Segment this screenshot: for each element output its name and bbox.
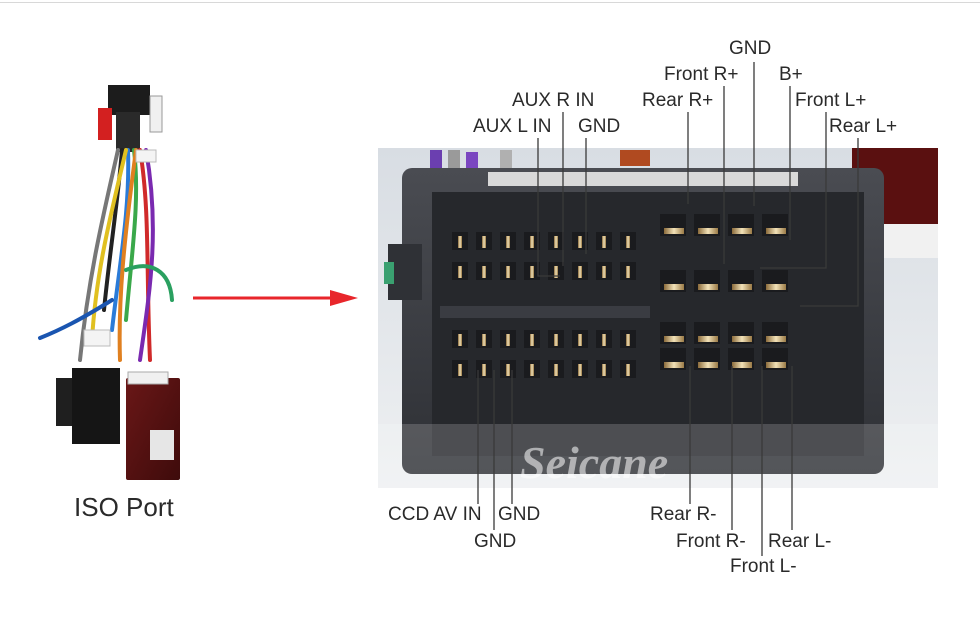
label-gnd-aux: GND [578, 116, 621, 137]
power-pin [766, 228, 786, 234]
power-pin [698, 228, 718, 234]
plug-neck [116, 112, 140, 152]
label-rear-r-minus: Rear R- [650, 504, 717, 525]
iso-port-label: ISO Port [74, 492, 174, 522]
rca-red [98, 108, 112, 140]
power-pin [698, 284, 718, 290]
canbus-sticker [150, 430, 174, 460]
pin [578, 236, 582, 248]
label-front-r-plus: Front R+ [664, 64, 739, 85]
iso-block-right [72, 368, 120, 444]
pin [458, 266, 462, 278]
power-pin [766, 284, 786, 290]
pin [506, 334, 510, 346]
pin [602, 364, 606, 376]
label-gnd-top: GND [729, 38, 772, 59]
pin [602, 334, 606, 346]
pin [578, 266, 582, 278]
pin [506, 266, 510, 278]
green-tab [384, 262, 394, 284]
pin [530, 236, 534, 248]
pin [578, 364, 582, 376]
label-rear-l-plus: Rear L+ [829, 116, 898, 137]
power-pin [732, 362, 752, 368]
wire-bundle [38, 148, 174, 362]
pin [626, 236, 630, 248]
label-front-r-minus: Front R- [676, 531, 746, 552]
label-b-plus: B+ [779, 64, 803, 85]
pin [626, 334, 630, 346]
power-pin-grid [660, 214, 788, 370]
label-front-l-plus: Front L+ [795, 90, 867, 111]
label-front-l-minus: Front L- [730, 556, 797, 577]
power-pin [664, 362, 684, 368]
pin [626, 266, 630, 278]
power-pin [698, 336, 718, 342]
power-pin [732, 228, 752, 234]
pin [530, 266, 534, 278]
pin [554, 334, 558, 346]
iso-harness-image [38, 85, 180, 480]
leader-front-l-plus [760, 112, 827, 269]
tag [135, 149, 157, 163]
power-pin [766, 336, 786, 342]
pin [482, 236, 486, 248]
leader-rear-l-plus [800, 138, 859, 307]
pin [482, 334, 486, 346]
label-sticker [880, 224, 938, 258]
rib [440, 306, 650, 318]
pin [530, 334, 534, 346]
label-aux-l-in: AUX L IN [473, 116, 552, 137]
power-pin [732, 284, 752, 290]
watermark-band [378, 424, 938, 488]
connector-cavity [432, 192, 864, 456]
top-sticker [488, 172, 798, 186]
label-ccd-av-in: CCD AV IN [388, 504, 482, 525]
label-gnd-ccd-bottom: GND [474, 531, 517, 552]
pin [482, 266, 486, 278]
pin [458, 236, 462, 248]
photo-wires [430, 150, 650, 172]
label-aux-r-in: AUX R IN [512, 90, 595, 111]
canbus-label [127, 371, 169, 385]
pin [482, 364, 486, 376]
power-pin [664, 284, 684, 290]
label-rear-l-minus: Rear L- [768, 531, 832, 552]
power-pin [664, 228, 684, 234]
pin [578, 334, 582, 346]
tag [83, 329, 111, 347]
arrow [193, 290, 358, 306]
pin [554, 236, 558, 248]
pin [506, 236, 510, 248]
watermark-text: Seicane [520, 437, 668, 488]
power-pin [766, 362, 786, 368]
rca-white [149, 95, 163, 133]
canbus-box [126, 378, 180, 480]
pin [626, 364, 630, 376]
top-plug [108, 85, 150, 115]
label-gnd-ccd-right: GND [498, 504, 541, 525]
leader-lines [477, 62, 859, 556]
leader-aux-l-in [537, 138, 560, 277]
pin [458, 364, 462, 376]
pin [506, 364, 510, 376]
pin [554, 364, 558, 376]
pin [602, 236, 606, 248]
pin [554, 266, 558, 278]
small-pin-grid [452, 232, 636, 378]
connector-photo [378, 148, 938, 488]
pin [602, 266, 606, 278]
top-divider [0, 2, 980, 3]
pin [458, 334, 462, 346]
label-rear-r-plus: Rear R+ [642, 90, 714, 111]
power-pin [664, 336, 684, 342]
power-pin [698, 362, 718, 368]
power-pin [732, 336, 752, 342]
pin [530, 364, 534, 376]
